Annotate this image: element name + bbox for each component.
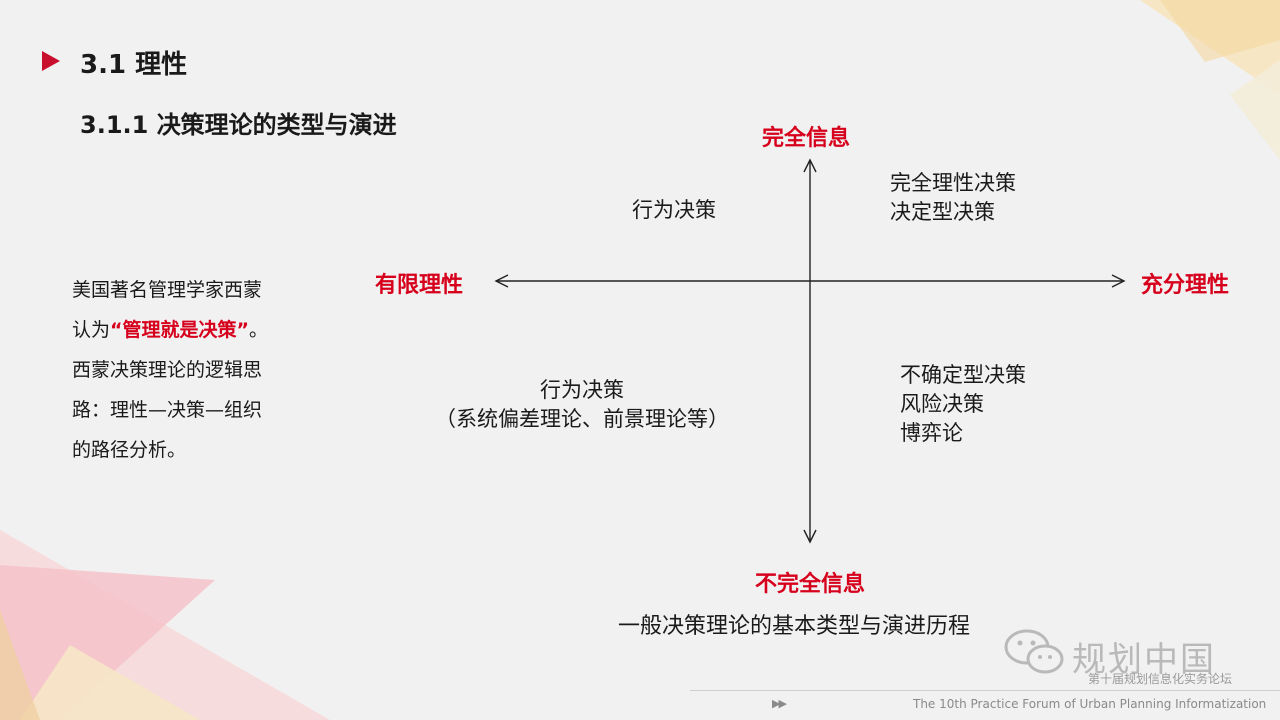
arrow-down-icon <box>803 529 817 544</box>
wechat-logo-icon <box>1004 629 1064 674</box>
section-marker-icon <box>42 51 60 71</box>
sidebar-line-3: 西蒙决策理论的逻辑思 <box>72 359 263 381</box>
quadrant-top-left: 行为决策 <box>632 196 716 225</box>
axis-label-top: 完全信息 <box>762 126 851 151</box>
sidebar-line-1: 美国著名管理学家西蒙 <box>72 279 263 301</box>
sidebar-line-2: 认为“管理就是决策”。 <box>72 310 302 350</box>
quadrant-bottom-right-line-1: 不确定型决策 <box>900 363 1026 387</box>
subsection-title: 3.1.1 决策理论的类型与演进 <box>80 111 397 139</box>
quadrant-bottom-left: 行为决策 （系统偏差理论、前景理论等） <box>414 376 750 434</box>
sidebar-line-2-prefix: 认为 <box>72 319 111 341</box>
sidebar-line-5: 的路径分析。 <box>72 439 187 461</box>
axis-label-right: 充分理性 <box>1141 273 1230 298</box>
quadrant-bottom-right-line-3: 博弈论 <box>900 421 963 445</box>
sidebar-line-2-suffix: 。 <box>249 319 269 341</box>
arrow-left-icon <box>494 274 509 288</box>
footer-arrows-icon: ▶▶ <box>772 697 787 710</box>
quadrant-bottom-right: 不确定型决策 风险决策 博弈论 <box>900 361 1026 448</box>
arrow-right-icon <box>1111 274 1126 288</box>
footer-divider <box>690 690 1280 691</box>
quadrant-bottom-left-line-2: （系统偏差理论、前景理论等） <box>435 407 729 431</box>
arrow-up-icon <box>803 158 817 173</box>
sidebar-description: 美国著名管理学家西蒙 认为“管理就是决策”。 西蒙决策理论的逻辑思 路：理性—决… <box>72 270 302 470</box>
axis-label-left: 有限理性 <box>375 273 464 298</box>
axis-label-bottom: 不完全信息 <box>755 572 866 597</box>
quadrant-bottom-right-line-2: 风险决策 <box>900 392 984 416</box>
diagram-caption: 一般决策理论的基本类型与演进历程 <box>618 614 971 639</box>
footer-forum-name: The 10th Practice Forum of Urban Plannin… <box>913 697 1267 711</box>
quadrant-top-right: 完全理性决策 决定型决策 <box>890 169 1016 227</box>
sidebar-highlight-quote: “管理就是决策” <box>110 319 249 341</box>
quadrant-bottom-left-line-1: 行为决策 <box>540 378 624 402</box>
quadrant-top-right-line-1: 完全理性决策 <box>890 171 1016 195</box>
brand-subtitle: 第十届规划信息化实务论坛 <box>1088 672 1233 686</box>
sidebar-line-4: 路：理性—决策—组织 <box>72 399 263 421</box>
section-title: 3.1 理性 <box>80 50 188 80</box>
quadrant-top-right-line-2: 决定型决策 <box>890 200 995 224</box>
brand-logo-text: 规划中国 <box>1072 640 1216 680</box>
quadrant-top-left-line-1: 行为决策 <box>632 198 716 222</box>
